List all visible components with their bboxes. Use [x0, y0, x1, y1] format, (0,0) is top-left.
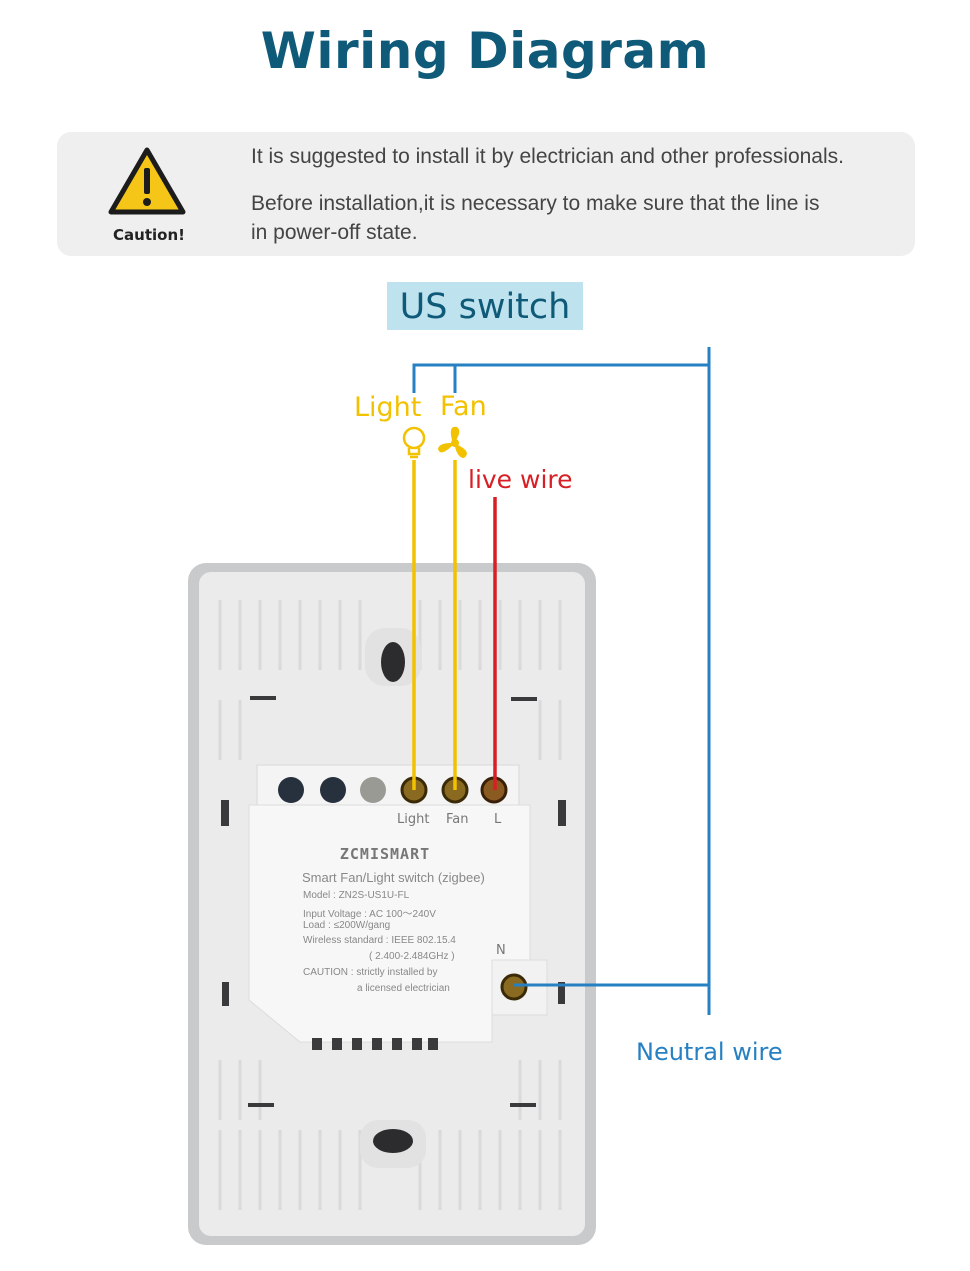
- plate-ribs: [218, 600, 562, 1210]
- product-name: Smart Fan/Light switch (zigbee): [302, 870, 485, 885]
- spec-wireless: Wireless standard : IEEE 802.15.4: [303, 935, 456, 946]
- terminal-label-live: L: [494, 812, 502, 827]
- spec-frequency: ( 2.400-2.484GHz ): [369, 951, 455, 962]
- terminal-label-fan: Fan: [446, 812, 469, 827]
- switch-type-badge: US switch: [387, 282, 583, 330]
- neutral-wire: [412, 347, 711, 1015]
- terminal-label-neutral: N: [496, 943, 506, 958]
- caution-text-2: Before installation,it is necessary to m…: [251, 192, 820, 244]
- fan-wire-label: Fan: [440, 391, 487, 422]
- top-mount-hole: [381, 642, 405, 682]
- spec-caution-cont: a licensed electrician: [357, 983, 450, 994]
- caution-label: Caution!: [113, 226, 185, 244]
- spec-model: Model : ZN2S-US1U-FL: [303, 890, 410, 901]
- terminal-blank-2: [320, 777, 346, 803]
- spec-load: Load : ≤200W/gang: [303, 920, 391, 931]
- live-wire-label: live wire: [468, 465, 573, 494]
- caution-panel: Caution! It is suggested to install it b…: [57, 132, 915, 256]
- neutral-wire-label: Neutral wire: [636, 1038, 783, 1066]
- module-body: [248, 804, 531, 1043]
- page-title: Wiring Diagram: [260, 22, 710, 80]
- bottom-mount-hole: [373, 1129, 413, 1153]
- light-bulb-icon: [402, 426, 426, 459]
- fan-icon: [438, 426, 467, 458]
- spec-caution: CAUTION : strictly installed by: [303, 967, 438, 978]
- warning-triangle-icon: [108, 147, 186, 215]
- light-wire-label: Light: [354, 392, 422, 423]
- brand-logo: ZCMISMART: [339, 845, 431, 863]
- terminal-blank-3: [360, 777, 386, 803]
- terminal-blank-1: [278, 777, 304, 803]
- terminal-neutral: [500, 973, 528, 1001]
- terminal-label-light: Light: [397, 812, 430, 827]
- caution-text-1: It is suggested to install it by electri…: [251, 145, 844, 168]
- spec-voltage: Input Voltage : AC 100～240V: [303, 909, 436, 920]
